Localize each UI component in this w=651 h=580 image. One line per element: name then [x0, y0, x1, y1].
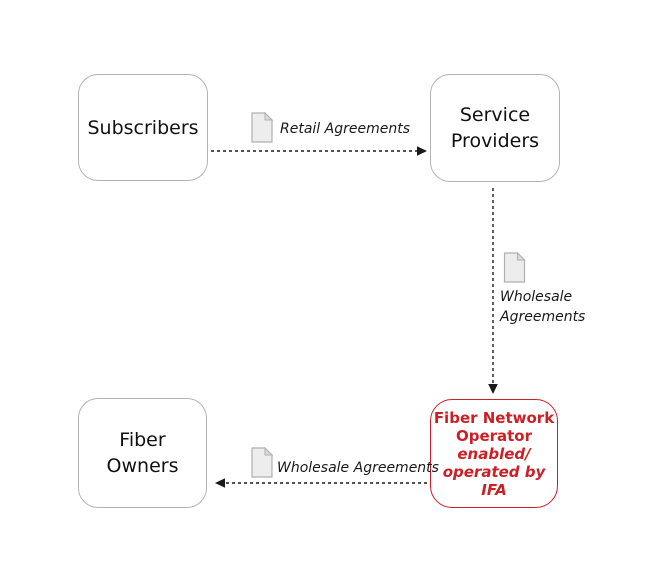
edge-label-wholesale-agreements-vertical: Wholesale Agreements [500, 289, 586, 325]
node-service-providers: Service Providers [430, 74, 560, 182]
node-subscribers: Subscribers [78, 74, 208, 181]
fiber-network-operator-title: Fiber Network Operator [433, 408, 555, 445]
edge-label-wholesale-agreements-bottom: Wholesale Agreements [277, 460, 439, 476]
fiber-owners-label: Fiber Owners [106, 429, 179, 477]
document-icon [251, 447, 273, 478]
node-fiber-owners: Fiber Owners [78, 398, 207, 508]
node-fiber-network-operator: Fiber Network Operator enabled/ operated… [430, 399, 558, 508]
document-icon [503, 252, 526, 283]
edge-label-retail-agreements: Retail Agreements [280, 121, 410, 137]
arrowhead-right-icon [417, 146, 427, 156]
document-icon [251, 112, 273, 143]
subscribers-label: Subscribers [87, 116, 199, 139]
arrowhead-left-icon [215, 478, 225, 488]
arrowhead-down-icon [488, 384, 498, 394]
fiber-network-operator-subtitle: enabled/ operated by IFA [442, 444, 546, 499]
service-providers-label: Service Providers [450, 104, 540, 152]
